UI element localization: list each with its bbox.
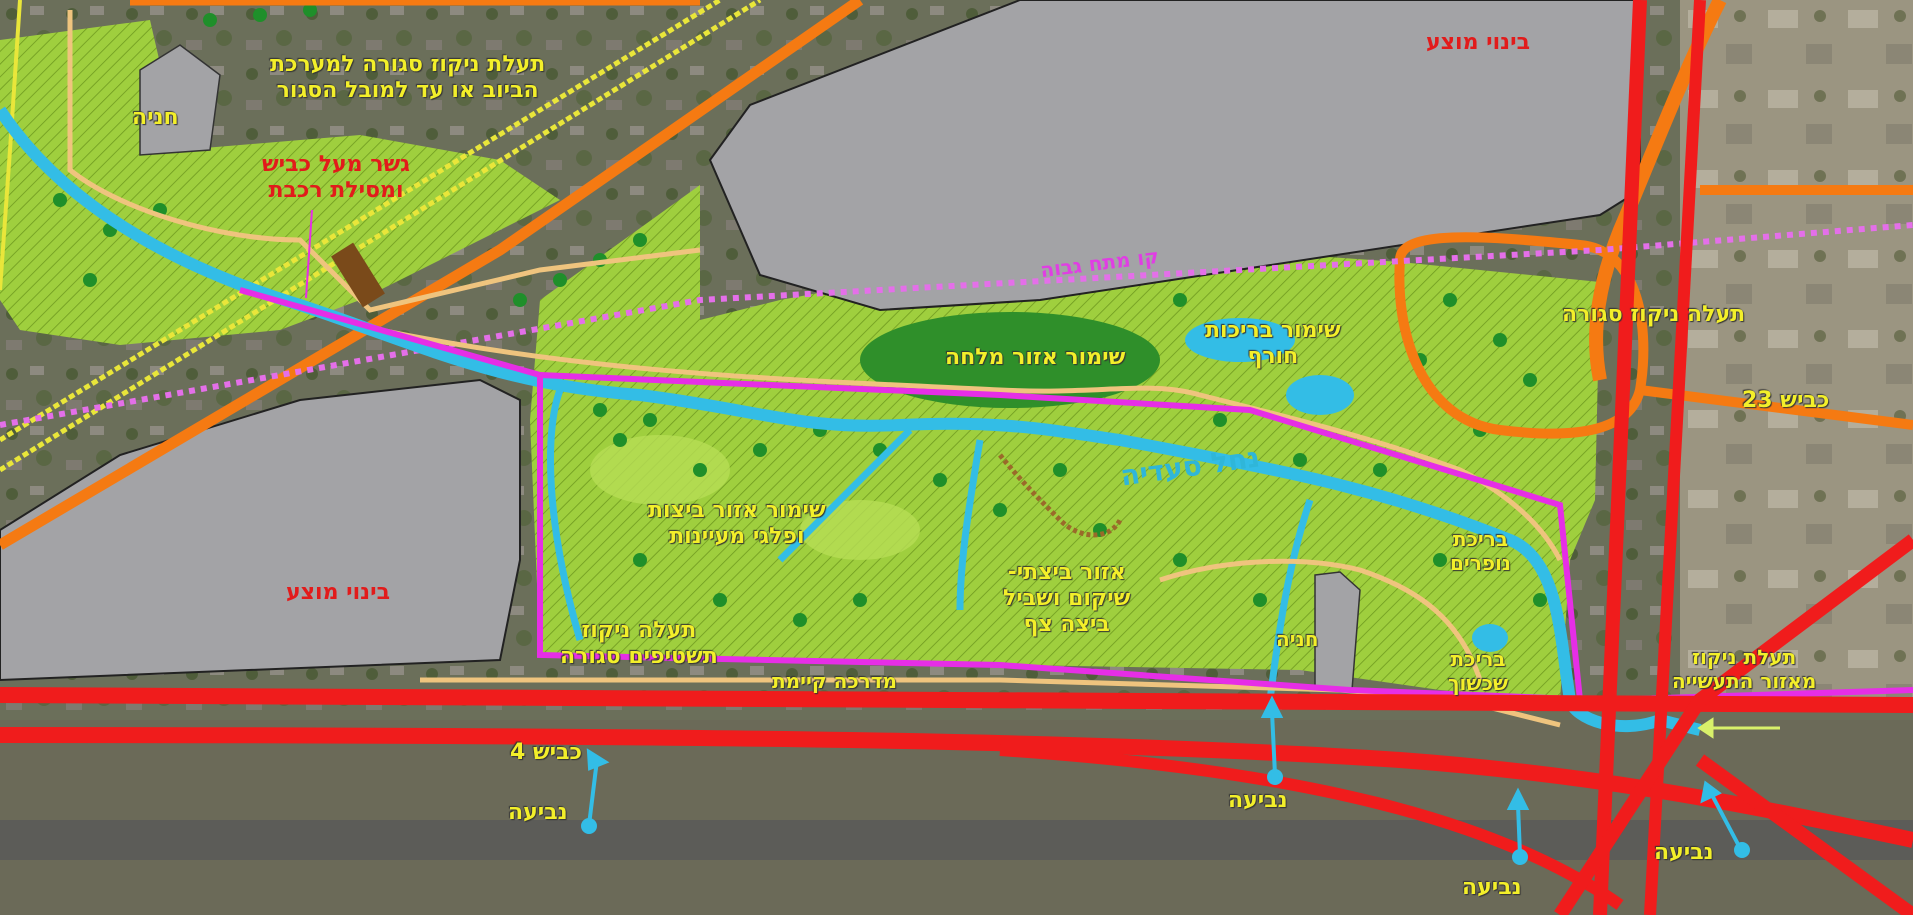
- label-winter-pools: שימור בריכות חורף: [1205, 318, 1341, 369]
- parking-top: [139, 44, 221, 156]
- plan-boundary-east: [539, 372, 1583, 701]
- label-spring-2: נביעה: [1228, 788, 1288, 813]
- bridge-deck: [331, 242, 385, 308]
- label-bridge: גשר מעל כביש ומסילת רכבת: [262, 152, 410, 203]
- rail-line-2: [0, 0, 762, 473]
- bridge-pointer: [305, 209, 313, 299]
- label-spring-4: נביעה: [1654, 840, 1714, 865]
- label-road-23: כביש 23: [1742, 388, 1830, 413]
- label-lily-pool: בריכת נופרים: [1450, 527, 1511, 575]
- path-river: [379, 327, 1563, 562]
- label-built-left: בינוי מוצע: [286, 580, 391, 605]
- label-parking-bottom: חניה: [1276, 627, 1319, 651]
- aerial-east: [1680, 0, 1913, 700]
- salt-zone: [860, 312, 1160, 408]
- label-road-4: כביש 4: [510, 740, 583, 765]
- settling-pool: [1472, 624, 1508, 652]
- rail-west: [0, 0, 22, 291]
- label-closed-channel: תעלה ניקוז סגורה: [1562, 302, 1746, 327]
- label-swamp-zone: שימור אזור ביצות ופלגי מעיינות: [648, 498, 826, 549]
- road-4-a: [0, 687, 1913, 713]
- label-settling-pool: בריכת שכשוך: [1448, 647, 1509, 695]
- path-west: [67, 10, 701, 313]
- label-spring-1: נביעה: [508, 800, 568, 825]
- winter-pool-2: [1286, 375, 1354, 415]
- stream-branch-1: [546, 388, 584, 641]
- road-23-a: [1593, 0, 1647, 915]
- swamp-patch-2: [800, 500, 920, 560]
- label-built-top: בינוי מוצע: [1426, 30, 1531, 55]
- road-ne: [1554, 534, 1913, 915]
- label-salt-zone: שימור אזור מלחה: [945, 345, 1126, 370]
- label-runoff-channel: תעלה ניקוז תשטיפים סגורה: [560, 618, 718, 669]
- park-main: [530, 185, 1600, 700]
- orange-ramp: [1639, 385, 1913, 430]
- spring-arrows: [581, 695, 1750, 865]
- stream-branch-3: [956, 439, 984, 611]
- high-voltage-line: [0, 222, 1913, 428]
- label-sidewalk: מדרכה קיימת: [772, 669, 897, 693]
- industrial-arrow: [1697, 717, 1780, 739]
- swamp-patch-1: [590, 435, 730, 505]
- rail-line-1: [0, 0, 722, 443]
- label-parking-top: חניה: [132, 105, 179, 130]
- label-swamp-restore: אזור ביצתי- שיקום ושביל ביצה צף: [1003, 560, 1131, 637]
- orange-road-east: [1589, 0, 1727, 382]
- winter-pool-1: [1185, 318, 1295, 362]
- stream-branch-2: [777, 427, 913, 563]
- orange-road-main: [0, 0, 864, 550]
- road-se: [1695, 754, 1913, 915]
- label-channel-top: תעלת ניקוז סגורה למערכת הביוב או עד למוב…: [270, 52, 546, 103]
- road-4-c: [999, 744, 1624, 910]
- path-loop: [1159, 558, 1483, 681]
- label-industrial-channel: תעלת ניקוז מאזור התעשייה: [1672, 645, 1817, 693]
- parking-bottom: [1314, 571, 1361, 691]
- label-spring-3: נביעה: [1462, 875, 1522, 900]
- stream-branch-4: [1266, 498, 1314, 701]
